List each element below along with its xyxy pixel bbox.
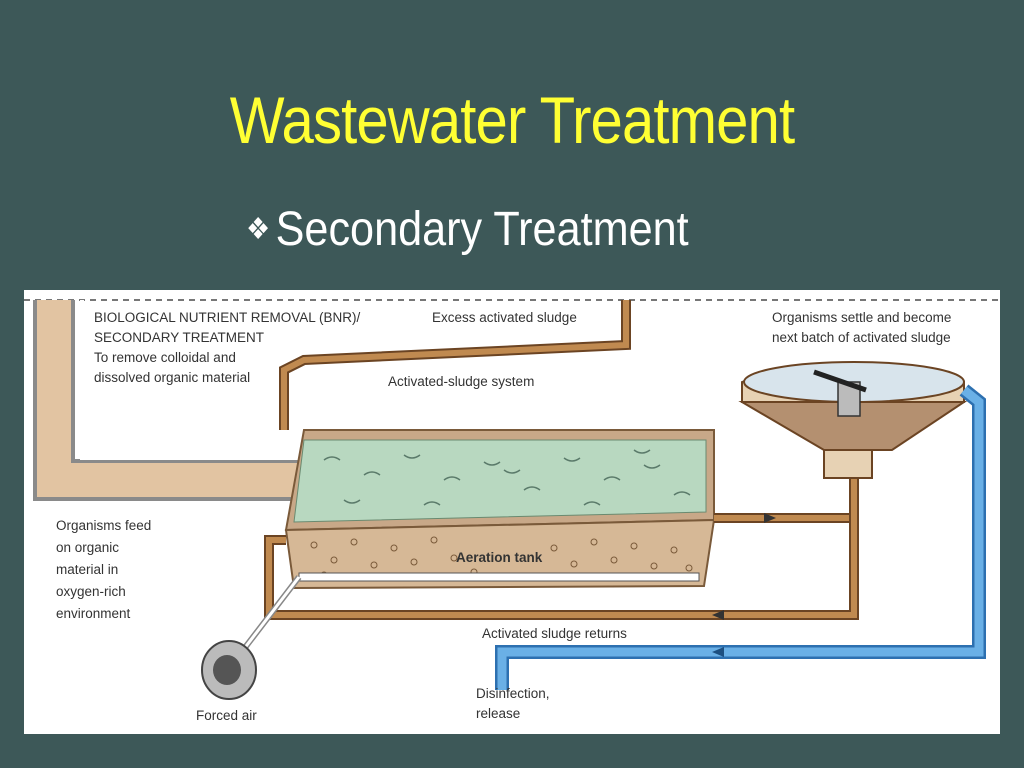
bnr-label-line2: SECONDARY TREATMENT bbox=[94, 330, 265, 345]
inflow-pipe-highlight bbox=[80, 300, 314, 460]
slide-subtitle: ❖ Secondary Treatment bbox=[246, 202, 689, 257]
feed-label-line3: material in bbox=[56, 562, 119, 577]
clarifier-cone bbox=[738, 401, 968, 451]
excess-sludge-pipe bbox=[281, 300, 629, 430]
feed-label-line5: environment bbox=[56, 606, 131, 621]
settle-label-line1: Organisms settle and become bbox=[772, 310, 952, 325]
clarifier-base bbox=[823, 449, 873, 479]
tank-water-organisms bbox=[323, 449, 691, 506]
feed-label-line1: Organisms feed bbox=[56, 518, 152, 533]
diamond-bullet-icon: ❖ bbox=[246, 213, 271, 246]
excess-sludge-label: Excess activated sludge bbox=[432, 310, 577, 325]
tank-front bbox=[284, 518, 716, 590]
bnr-label-line1: BIOLOGICAL NUTRIENT REMOVAL (BNR)/ bbox=[94, 310, 361, 325]
tank-bubbles bbox=[310, 536, 693, 582]
bnr-label-line3: To remove colloidal and bbox=[94, 350, 236, 365]
sludge-returns-label: Activated sludge returns bbox=[482, 626, 627, 641]
arrow-icon bbox=[712, 610, 724, 620]
settle-label-line2: next batch of activated sludge bbox=[772, 330, 951, 345]
disinfection-label-line1: Disinfection, bbox=[476, 686, 550, 701]
treatment-diagram: BIOLOGICAL NUTRIENT REMOVAL (BNR)/ SECON… bbox=[24, 290, 1000, 734]
aeration-tank-label: Aeration tank bbox=[456, 550, 543, 565]
forced-air-label: Forced air bbox=[196, 708, 257, 723]
feed-label-line2: on organic bbox=[56, 540, 120, 555]
disinfection-label-line2: release bbox=[476, 706, 521, 721]
slide-title: Wastewater Treatment bbox=[229, 83, 795, 157]
feed-label-line4: oxygen-rich bbox=[56, 584, 126, 599]
subtitle-text: Secondary Treatment bbox=[275, 203, 689, 256]
diagram-graphic bbox=[24, 299, 1000, 700]
arrow-icon bbox=[712, 647, 724, 657]
activated-system-label: Activated-sludge system bbox=[388, 374, 535, 389]
bnr-label-line4: dissolved organic material bbox=[94, 370, 251, 385]
effluent-pipe bbox=[497, 386, 984, 690]
inflow-pipe bbox=[37, 300, 314, 497]
arrow-icon bbox=[764, 513, 776, 523]
clarifier-arm bbox=[813, 369, 867, 393]
tank-water bbox=[293, 439, 707, 523]
air-diffuser bbox=[298, 572, 700, 582]
blower-center bbox=[213, 655, 241, 685]
